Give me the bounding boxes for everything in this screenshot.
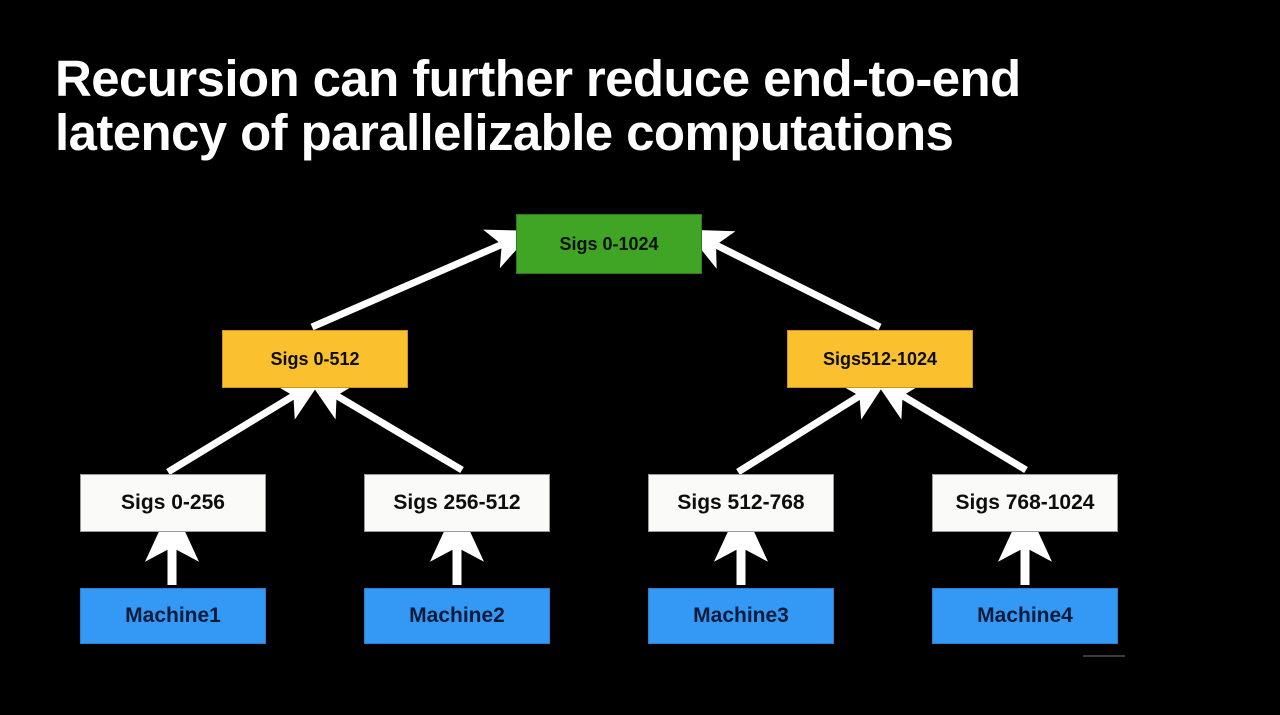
edge-sigs5121024-to-root	[685, 229, 882, 331]
edge-sigs7681024-to-sigs5121024	[873, 378, 1028, 473]
edge-sigs0256-to-sigs0512	[166, 378, 323, 475]
edge-sigs256512-to-sigs0512	[307, 378, 464, 474]
node-sigs-0-256[interactable]: Sigs 0-256	[80, 474, 266, 532]
node-sigs-512-1024[interactable]: Sigs512-1024	[787, 330, 973, 388]
page-title: Recursion can further reduce end-to-end …	[55, 50, 1021, 161]
render-artifact-line	[1083, 655, 1125, 657]
node-sigs-512-768[interactable]: Sigs 512-768	[648, 474, 834, 532]
node-machine1[interactable]: Machine1	[80, 588, 266, 644]
edge-sigs512768-to-sigs5121024	[736, 377, 889, 475]
node-machine3[interactable]: Machine3	[648, 588, 834, 644]
node-sigs-256-512[interactable]: Sigs 256-512	[364, 474, 550, 532]
node-sigs-0-1024[interactable]: Sigs 0-1024	[516, 214, 702, 274]
edge-sigs0512-to-root	[310, 229, 534, 331]
node-machine4[interactable]: Machine4	[932, 588, 1118, 644]
node-machine2[interactable]: Machine2	[364, 588, 550, 644]
node-sigs-0-512[interactable]: Sigs 0-512	[222, 330, 408, 388]
node-sigs-768-1024[interactable]: Sigs 768-1024	[932, 474, 1118, 532]
